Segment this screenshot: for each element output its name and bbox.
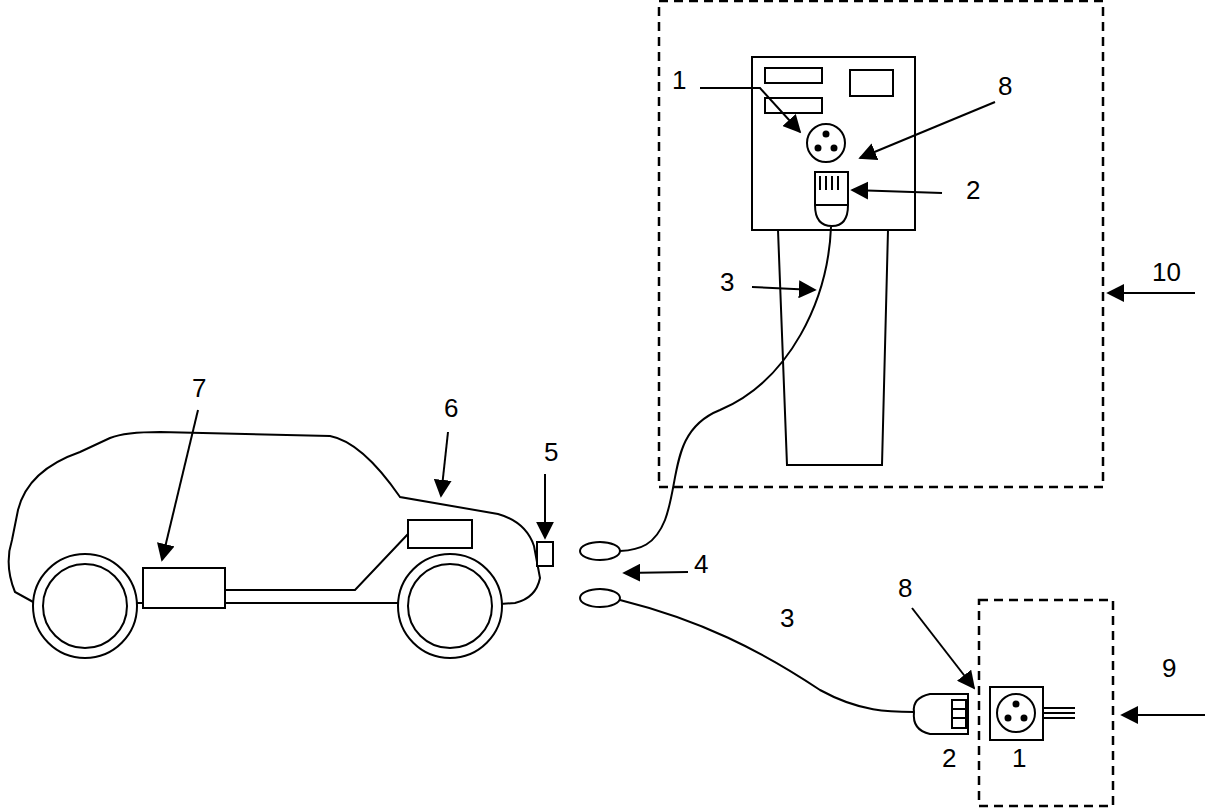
socket bbox=[997, 694, 1035, 732]
leader-arrow bbox=[1122, 714, 1205, 716]
mains-wire bbox=[1043, 708, 1075, 718]
cable bbox=[620, 600, 914, 712]
plug bbox=[914, 694, 968, 734]
socket bbox=[807, 124, 845, 162]
vehicle-connector bbox=[580, 589, 620, 607]
vehicle-connector bbox=[580, 542, 620, 560]
power-line bbox=[225, 534, 408, 590]
wall-outlet bbox=[990, 687, 1043, 740]
leader-arrow bbox=[441, 432, 448, 496]
wheel bbox=[398, 554, 502, 658]
callout-number: 2 bbox=[940, 744, 958, 772]
callout-number: 7 bbox=[190, 374, 208, 402]
callout-number: 6 bbox=[442, 394, 460, 422]
pin bbox=[1006, 716, 1011, 721]
callout-number: 4 bbox=[692, 550, 710, 578]
leader-arrow bbox=[912, 608, 974, 688]
callout-number: 8 bbox=[996, 72, 1014, 100]
plug-pins bbox=[952, 700, 966, 728]
plug bbox=[815, 172, 848, 226]
leader-arrow bbox=[700, 88, 800, 132]
callout-number: 2 bbox=[964, 176, 982, 204]
station-head bbox=[752, 57, 915, 230]
leader-arrow bbox=[752, 287, 815, 290]
display bbox=[765, 98, 822, 113]
station-region bbox=[659, 1, 1103, 487]
pin bbox=[816, 146, 821, 151]
display bbox=[850, 70, 893, 96]
leader-arrow bbox=[1108, 292, 1195, 294]
charger-box bbox=[408, 520, 472, 548]
wheel bbox=[33, 554, 137, 658]
callout-number: 1 bbox=[670, 66, 688, 94]
outlet-region bbox=[979, 600, 1113, 806]
callout-number: 9 bbox=[1160, 654, 1178, 682]
inlet-box bbox=[537, 542, 553, 566]
plug-pins bbox=[815, 176, 848, 205]
callout-number: 8 bbox=[896, 574, 914, 602]
callout-number: 10 bbox=[1150, 258, 1183, 286]
station-post bbox=[778, 230, 888, 465]
leader-arrow bbox=[624, 572, 688, 573]
pin bbox=[824, 132, 829, 137]
callout-number: 5 bbox=[542, 438, 560, 466]
wheel-rim bbox=[43, 564, 127, 648]
callout-number: 3 bbox=[778, 604, 796, 632]
leader-arrow bbox=[860, 102, 995, 158]
leader-arrow bbox=[162, 410, 198, 560]
callout-number: 1 bbox=[1010, 744, 1028, 772]
pin bbox=[1014, 702, 1019, 707]
pin bbox=[1022, 716, 1027, 721]
battery-box bbox=[143, 568, 225, 608]
leader-arrow bbox=[852, 190, 942, 193]
callout-number: 3 bbox=[718, 268, 736, 296]
pin bbox=[832, 146, 837, 151]
cable bbox=[620, 227, 831, 551]
display bbox=[765, 68, 822, 83]
leader-arrow bbox=[544, 474, 546, 538]
wheel-rim bbox=[408, 564, 492, 648]
